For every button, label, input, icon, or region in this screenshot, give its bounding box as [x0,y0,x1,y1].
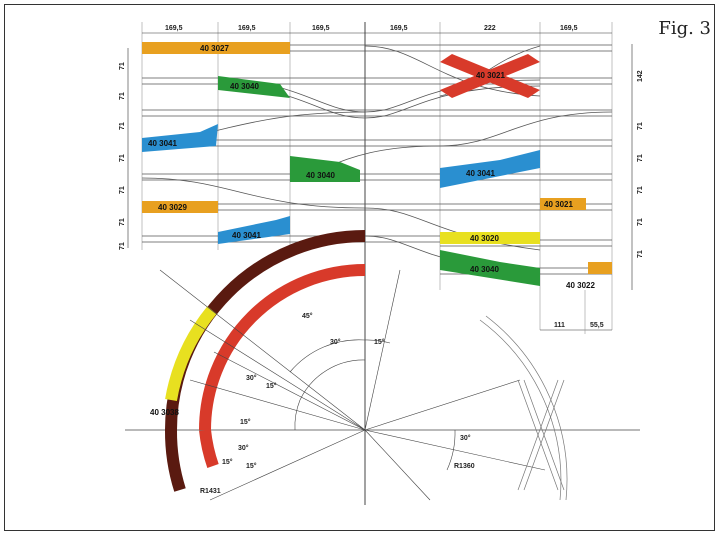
top-dimension-labels: 169,5 169,5 169,5 169,5 222 169,5 [165,25,578,32]
right-dim-label: 71 [637,186,644,194]
piece-label: 40 3040 [306,171,335,180]
piece-label: 40 3021 [476,71,505,80]
top-dim-label: 169,5 [238,25,256,32]
piece-label: 40 3040 [230,82,259,91]
angle-30b: 30° [246,374,257,382]
piece-label: 40 3027 [200,44,229,53]
track-curves [141,45,613,273]
radial-lines [159,269,546,501]
piece-40-3021 [540,198,586,210]
top-dim-label: 169,5 [390,25,408,32]
piece-40-3040-c [440,250,540,286]
piece-40-3022 [588,262,612,274]
angle-30d: 30° [460,434,471,442]
piece-label: 40 3041 [466,169,495,178]
piece-label: 40 3041 [148,139,177,148]
piece-label: 40 3020 [470,234,499,243]
left-dim-label: 71 [119,122,126,130]
piece-40-3041-b [218,216,290,244]
track-rows [142,44,612,275]
angle-30: 30° [330,338,341,346]
left-dim-label: 71 [119,218,126,226]
piece-40-3041-a [142,124,218,152]
piece-40-3040-a [218,76,290,98]
piece-label-40-3038: 40 3038 [150,408,179,417]
piece-label: 40 3041 [232,231,261,240]
angle-15: 15° [374,338,385,346]
piece-40-3021-cross-b [440,54,540,98]
radius-r1431: R1431 [200,488,221,495]
right-dim-label: 142 [637,70,644,82]
piece-label: 40 3022 [566,281,595,290]
radius-r1360: R1360 [454,463,475,470]
left-dim-label: 71 [119,62,126,70]
angle-15b: 15° [266,382,277,390]
piece-40-3020 [440,232,540,244]
left-dimension-labels: 71 71 71 71 71 71 71 [119,62,126,250]
right-dimension-labels: 142 71 71 71 71 71 [637,70,644,258]
figure-frame [4,4,715,531]
top-dim-label: 222 [484,25,496,32]
right-arcs [479,315,568,501]
angle-45: 45° [302,312,313,320]
top-dim-label: 169,5 [165,25,183,32]
piece-label: 40 3021 [544,200,573,209]
curve-arcs [164,230,366,492]
piece-label: 40 3040 [470,265,499,274]
piece-40-3040-b [290,156,360,182]
left-dim-label: 71 [119,242,126,250]
dim-111: 111 [554,322,565,329]
angle-30c: 30° [238,444,249,452]
angle-15d: 15° [246,462,257,470]
left-dim-label: 71 [119,92,126,100]
left-dim-label: 71 [119,186,126,194]
figure-label: Fig. 3 [658,18,711,39]
left-dim-label: 71 [119,154,126,162]
right-dim-label: 71 [637,218,644,226]
dim-55-5: 55,5 [590,322,604,329]
top-dim-label: 169,5 [560,25,578,32]
piece-40-3029 [142,201,218,213]
angle-arcs [289,339,456,471]
angle-15c: 15° [240,418,251,426]
piece-40-3041-c [440,150,540,188]
right-dim-label: 71 [637,122,644,130]
grid-lines [141,22,613,330]
angle-15e: 15° [222,458,233,466]
top-dim-label: 169,5 [312,25,330,32]
piece-40-3027 [142,42,290,54]
right-dim-label: 71 [637,154,644,162]
right-dim-label: 71 [637,250,644,258]
piece-label: 40 3029 [158,203,187,212]
track-pieces: 40 3027 40 3040 40 3041 40 3040 40 3029 … [142,42,612,290]
